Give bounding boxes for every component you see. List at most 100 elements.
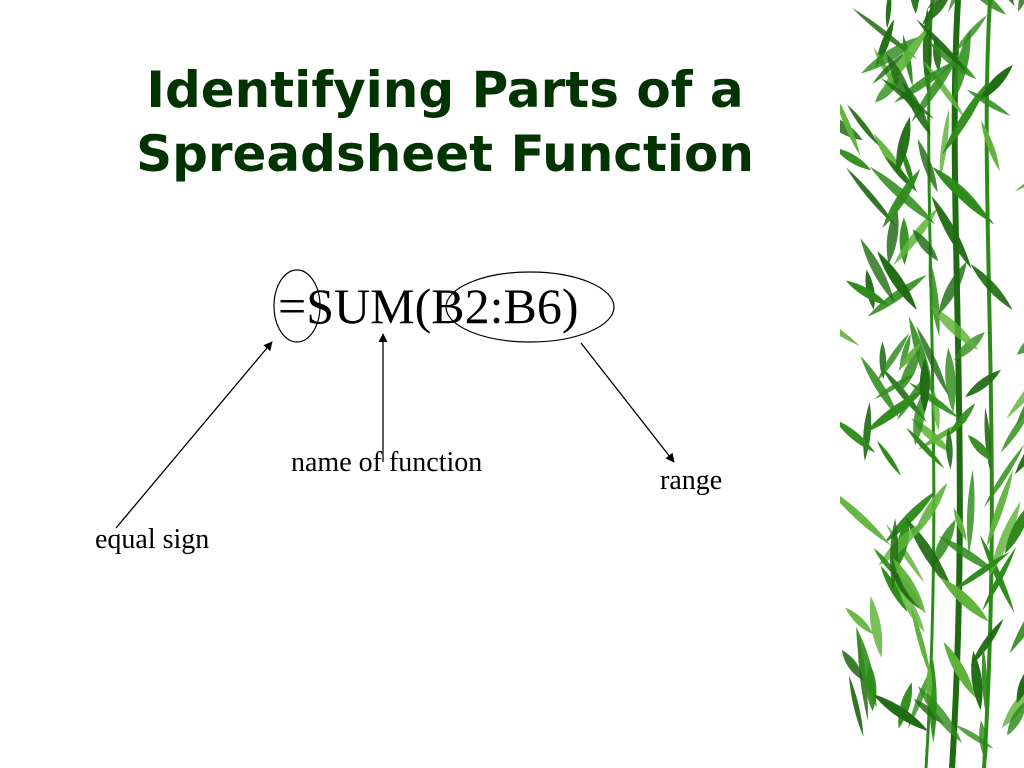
bamboo-leaf (945, 347, 956, 413)
bamboo-leaf (917, 138, 938, 193)
bamboo-leaf (949, 403, 976, 436)
bamboo-leaf (938, 261, 967, 315)
bamboo-leaf (869, 166, 936, 225)
bamboo-leaf (989, 501, 1021, 577)
bamboo-leaf (943, 641, 976, 698)
slide-title: Identifying Parts of a Spreadsheet Funct… (60, 58, 830, 186)
bamboo-leaf (932, 519, 956, 568)
bamboo-leaf (955, 724, 994, 749)
bamboo-leaf (947, 0, 980, 13)
bamboo-leaf (892, 557, 926, 614)
bamboo-leaf (919, 357, 930, 414)
bamboo-leaf (869, 595, 883, 658)
bamboo-leaf (906, 427, 945, 469)
bamboo-leaf (981, 644, 988, 716)
bamboo-leaf (856, 626, 877, 708)
bamboo-leaf (905, 517, 954, 593)
bamboo-leaf (860, 36, 921, 74)
bamboo-leaf (1005, 503, 1024, 554)
bamboo-leaf (931, 195, 972, 269)
bamboo-leaf (860, 238, 895, 303)
bamboo-leaf (954, 332, 985, 361)
bamboo-leaf (915, 19, 969, 74)
bamboo-leaf (912, 482, 948, 539)
bamboo-leaf (872, 52, 905, 85)
title-line-2: Spreadsheet Function (136, 125, 754, 183)
bamboo-leaf (1009, 582, 1024, 654)
bamboo-leaf (930, 306, 979, 351)
bamboo-leaf (938, 535, 998, 574)
bamboo-leaf (928, 256, 940, 337)
bamboo-leaf (878, 522, 923, 566)
bamboo-leaf (867, 274, 927, 317)
bamboo-leaf (1007, 700, 1024, 736)
bamboo-leaf (954, 14, 988, 53)
bamboo-leaf (970, 263, 1013, 310)
bamboo-leaf (939, 175, 995, 225)
bamboo-leaf (872, 693, 929, 732)
bamboo-leaf (877, 332, 910, 382)
bamboo-leaf (898, 348, 921, 394)
bamboo-leaf (840, 487, 891, 546)
bamboo-leaf (971, 650, 983, 711)
bamboo-leaf (952, 551, 1011, 592)
bamboo-leaf (1001, 682, 1024, 728)
bamboo-leaf (881, 367, 928, 423)
bamboo-leaf (884, 490, 937, 543)
bamboo-leaf (979, 534, 1015, 614)
bamboo-leaf (911, 51, 961, 123)
bamboo-leaf (913, 392, 925, 446)
bamboo-leaf (916, 326, 949, 396)
bamboo-leaf (910, 605, 931, 678)
bamboo-leaf (847, 104, 879, 146)
bamboo-leaf (877, 251, 917, 311)
bamboo-leaf (964, 0, 1007, 15)
bamboo-leaf (965, 369, 1002, 398)
bamboo-leaf (880, 565, 908, 613)
bamboo-leaf (845, 280, 889, 306)
bamboo-leaf (942, 81, 989, 155)
bamboo-leaf (953, 507, 967, 542)
bamboo-leaf (845, 607, 874, 635)
bamboo-stem (924, 0, 936, 768)
formula-example: =SUM(B2:B6) (278, 278, 579, 334)
equal-sign-arrow (115, 341, 273, 529)
bamboo-leaf (1000, 404, 1024, 453)
bamboo-leaf (886, 206, 899, 265)
label-range: range (660, 465, 723, 496)
title-line-1: Identifying Parts of a (146, 61, 744, 119)
bamboo-leaf (912, 229, 939, 262)
label-equal-sign: equal sign (95, 524, 210, 555)
bamboo-leaf (967, 434, 993, 462)
bamboo-leaf (981, 120, 1000, 172)
bamboo-leaf (1018, 0, 1024, 12)
bamboo-leaf (1017, 331, 1024, 355)
bamboo-leaf (983, 444, 1024, 508)
bamboo-leaf (885, 0, 892, 29)
bamboo-leaf (875, 77, 900, 103)
bamboo-leaves-icon (840, 0, 1024, 768)
bamboo-leaf (982, 546, 1017, 612)
bamboo-leaf (896, 116, 911, 174)
bamboo-leaf (840, 147, 872, 171)
bamboo-leaf (860, 356, 899, 418)
range-arrow (580, 342, 675, 463)
bamboo-leaf (895, 581, 925, 633)
bamboo-leaf (841, 649, 864, 681)
bamboo-leaf (922, 0, 951, 25)
bamboo-leaf (917, 685, 962, 743)
bamboo-leaf (970, 618, 1004, 667)
bamboo-leaf (848, 675, 864, 737)
bamboo-leaf (986, 469, 1014, 548)
bamboo-leaf (840, 92, 861, 157)
bamboo-leaf (886, 53, 915, 112)
bamboo-leaf (1016, 664, 1024, 704)
bamboo-leaf (840, 304, 860, 346)
bamboo-leaf (966, 469, 975, 555)
bamboo-leaf (1006, 349, 1024, 419)
bamboo-leaf (939, 109, 949, 181)
bamboo-leaf (889, 518, 899, 590)
bamboo-leaf (946, 427, 953, 470)
bamboo-leaf (909, 0, 920, 14)
